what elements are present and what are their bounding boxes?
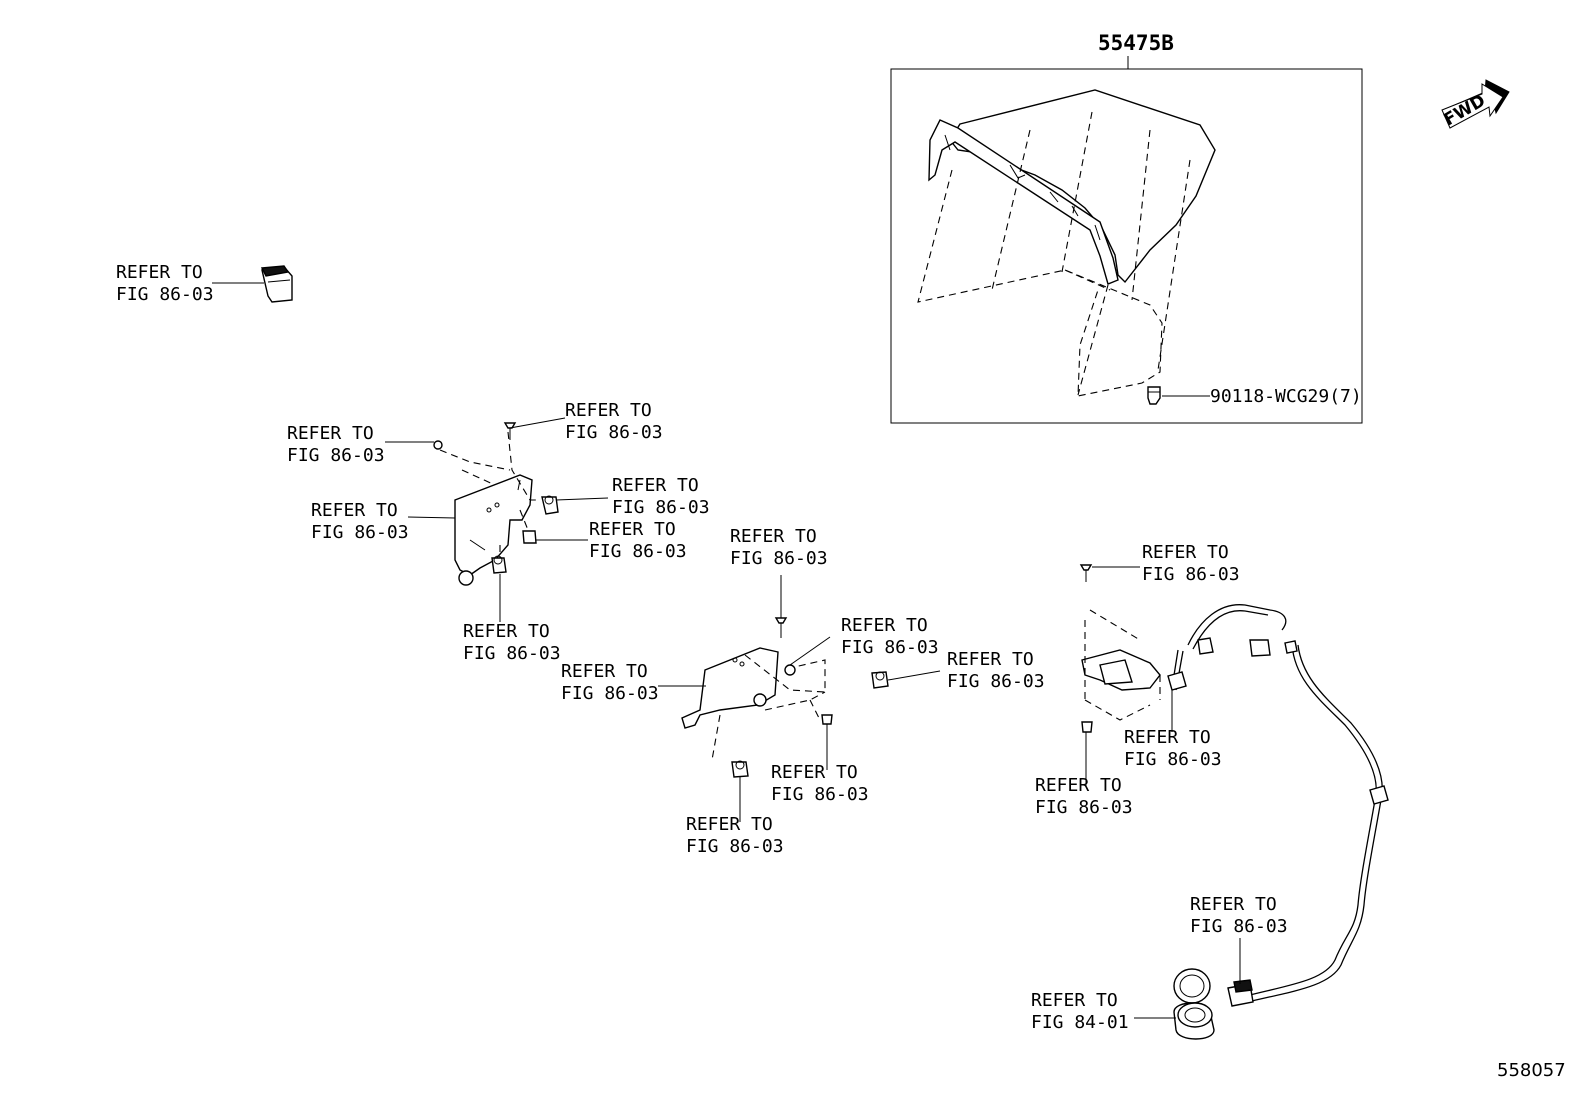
svg-text:REFER TO: REFER TO — [947, 649, 1034, 670]
clip-middle-c[interactable] — [821, 714, 833, 725]
svg-text:REFER TO: REFER TO — [841, 615, 928, 636]
svg-text:FIG 86-03: FIG 86-03 — [1035, 797, 1133, 818]
wire-harness[interactable] — [1167, 604, 1389, 1007]
svg-text:REFER TO: REFER TO — [612, 475, 699, 496]
svg-text:REFER TO: REFER TO — [116, 262, 203, 283]
svg-text:REFER TO: REFER TO — [565, 400, 652, 421]
svg-text:FIG 86-03: FIG 86-03 — [287, 445, 385, 466]
clip-right-bottom[interactable] — [1081, 721, 1093, 733]
svg-text:REFER TO: REFER TO — [1031, 990, 1118, 1011]
svg-text:REFER TO: REFER TO — [589, 519, 676, 540]
clip-middle-d[interactable] — [731, 760, 749, 778]
control-module[interactable] — [1081, 609, 1161, 721]
svg-text:REFER TO: REFER TO — [730, 526, 817, 547]
clip-middle-b[interactable] — [871, 671, 889, 689]
svg-text:REFER TO: REFER TO — [686, 814, 773, 835]
svg-text:FIG 86-03: FIG 86-03 — [730, 548, 828, 569]
svg-text:FIG 86-03: FIG 86-03 — [561, 683, 659, 704]
svg-text:FIG 86-03: FIG 86-03 — [565, 422, 663, 443]
screw-right-top[interactable] — [1079, 564, 1093, 582]
svg-text:REFER TO: REFER TO — [1142, 542, 1229, 563]
panel-55475b[interactable] — [949, 89, 1216, 284]
svg-text:REFER TO: REFER TO — [1035, 775, 1122, 796]
svg-text:REFER TO: REFER TO — [561, 661, 648, 682]
svg-text:FIG 86-03: FIG 86-03 — [771, 784, 869, 805]
svg-text:FIG 86-03: FIG 86-03 — [1124, 749, 1222, 770]
clip-middle-a[interactable] — [784, 664, 796, 676]
svg-text:FIG 86-03: FIG 86-03 — [463, 643, 561, 664]
screw-left-top[interactable] — [503, 422, 517, 440]
clip-left-d[interactable] — [491, 555, 507, 574]
svg-text:FIG 86-03: FIG 86-03 — [116, 284, 214, 305]
clip-left-a[interactable] — [433, 440, 443, 450]
svg-text:FIG 84-01: FIG 84-01 — [1031, 1012, 1129, 1033]
bracket-middle[interactable] — [681, 647, 826, 761]
svg-text:FIG 86-03: FIG 86-03 — [311, 522, 409, 543]
assembly-frame — [890, 68, 1363, 424]
svg-text:FIG 86-03: FIG 86-03 — [947, 671, 1045, 692]
part-number-55475b[interactable]: 55475B — [1098, 31, 1174, 55]
svg-text:REFER TO: REFER TO — [1124, 727, 1211, 748]
svg-text:REFER TO: REFER TO — [287, 423, 374, 444]
power-outlet[interactable] — [1173, 968, 1215, 1040]
svg-text:FIG 86-03: FIG 86-03 — [1142, 564, 1240, 585]
clip-top-left[interactable] — [260, 265, 293, 303]
part-number-90118[interactable]: 90118-WCG29(7) — [1210, 386, 1362, 407]
svg-text:FIG 86-03: FIG 86-03 — [686, 836, 784, 857]
svg-text:REFER TO: REFER TO — [771, 762, 858, 783]
svg-text:REFER TO: REFER TO — [463, 621, 550, 642]
clip-left-b[interactable] — [541, 495, 559, 515]
clip-90118[interactable] — [1147, 386, 1161, 405]
svg-text:REFER TO: REFER TO — [311, 500, 398, 521]
svg-text:FIG 86-03: FIG 86-03 — [841, 637, 939, 658]
fwd-arrow-icon: FWD — [1441, 79, 1510, 131]
svg-text:FIG 86-03: FIG 86-03 — [1190, 916, 1288, 937]
figure-id: 558057 — [1497, 1060, 1566, 1081]
svg-text:FIG 86-03: FIG 86-03 — [589, 541, 687, 562]
clip-left-c[interactable] — [522, 530, 537, 544]
fwd-label: FWD — [1441, 91, 1490, 131]
svg-text:FIG 86-03: FIG 86-03 — [612, 497, 710, 518]
bracket-left[interactable] — [439, 431, 540, 586]
screw-middle-top[interactable] — [774, 617, 788, 638]
svg-text:REFER TO: REFER TO — [1190, 894, 1277, 915]
panel-assembly-group: 55475B 90118-WCG29(7) — [890, 31, 1363, 424]
